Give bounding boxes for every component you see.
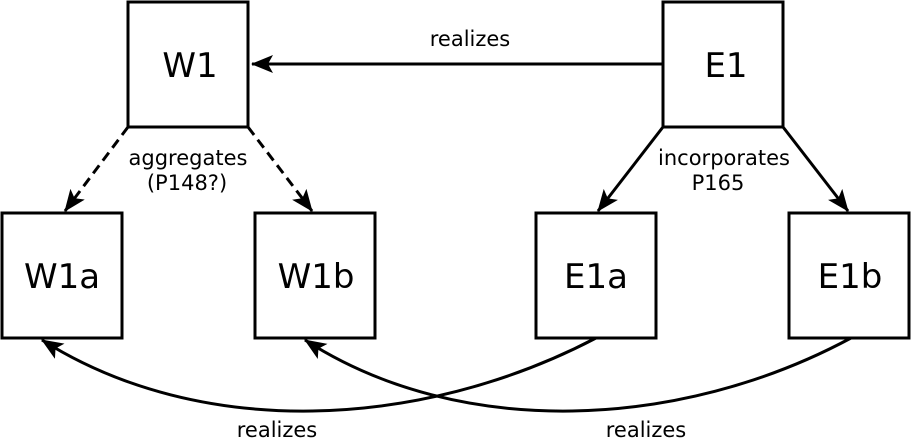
edge-e1-incorporates-e1a bbox=[596, 126, 665, 212]
edge-w1-aggregates-w1a bbox=[63, 126, 130, 212]
edge-label-e1a-w1a: realizes bbox=[237, 418, 318, 439]
node-e1b-label: E1b bbox=[818, 257, 883, 297]
node-w1[interactable]: W1 bbox=[126, 0, 250, 129]
edge-label-aggregates: aggregates bbox=[129, 146, 248, 170]
node-w1a[interactable]: W1a bbox=[0, 211, 124, 340]
edge-w1-aggregates-w1b bbox=[246, 126, 314, 212]
edge-e1b-realizes-w1b bbox=[304, 336, 852, 413]
edge-label-aggregates-property: (P148?) bbox=[147, 171, 227, 195]
edge-label-incorporates: incorporates bbox=[658, 146, 790, 170]
edge-e1-incorporates-e1b bbox=[781, 126, 850, 212]
node-e1b[interactable]: E1b bbox=[787, 211, 911, 340]
node-e1a[interactable]: E1a bbox=[534, 211, 658, 340]
node-e1-label: E1 bbox=[704, 46, 747, 86]
node-e1[interactable]: E1 bbox=[661, 0, 785, 129]
node-w1b[interactable]: W1b bbox=[253, 211, 377, 340]
edge-label-e1-w1: realizes bbox=[430, 27, 511, 51]
edge-label-e1b-w1b: realizes bbox=[606, 418, 687, 439]
edge-e1a-realizes-w1a bbox=[41, 336, 597, 413]
edge-label-incorporates-property: P165 bbox=[692, 171, 745, 195]
node-w1-label: W1 bbox=[162, 46, 217, 86]
node-w1a-label: W1a bbox=[24, 257, 100, 297]
node-e1a-label: E1a bbox=[564, 257, 628, 297]
node-w1b-label: W1b bbox=[278, 257, 355, 297]
